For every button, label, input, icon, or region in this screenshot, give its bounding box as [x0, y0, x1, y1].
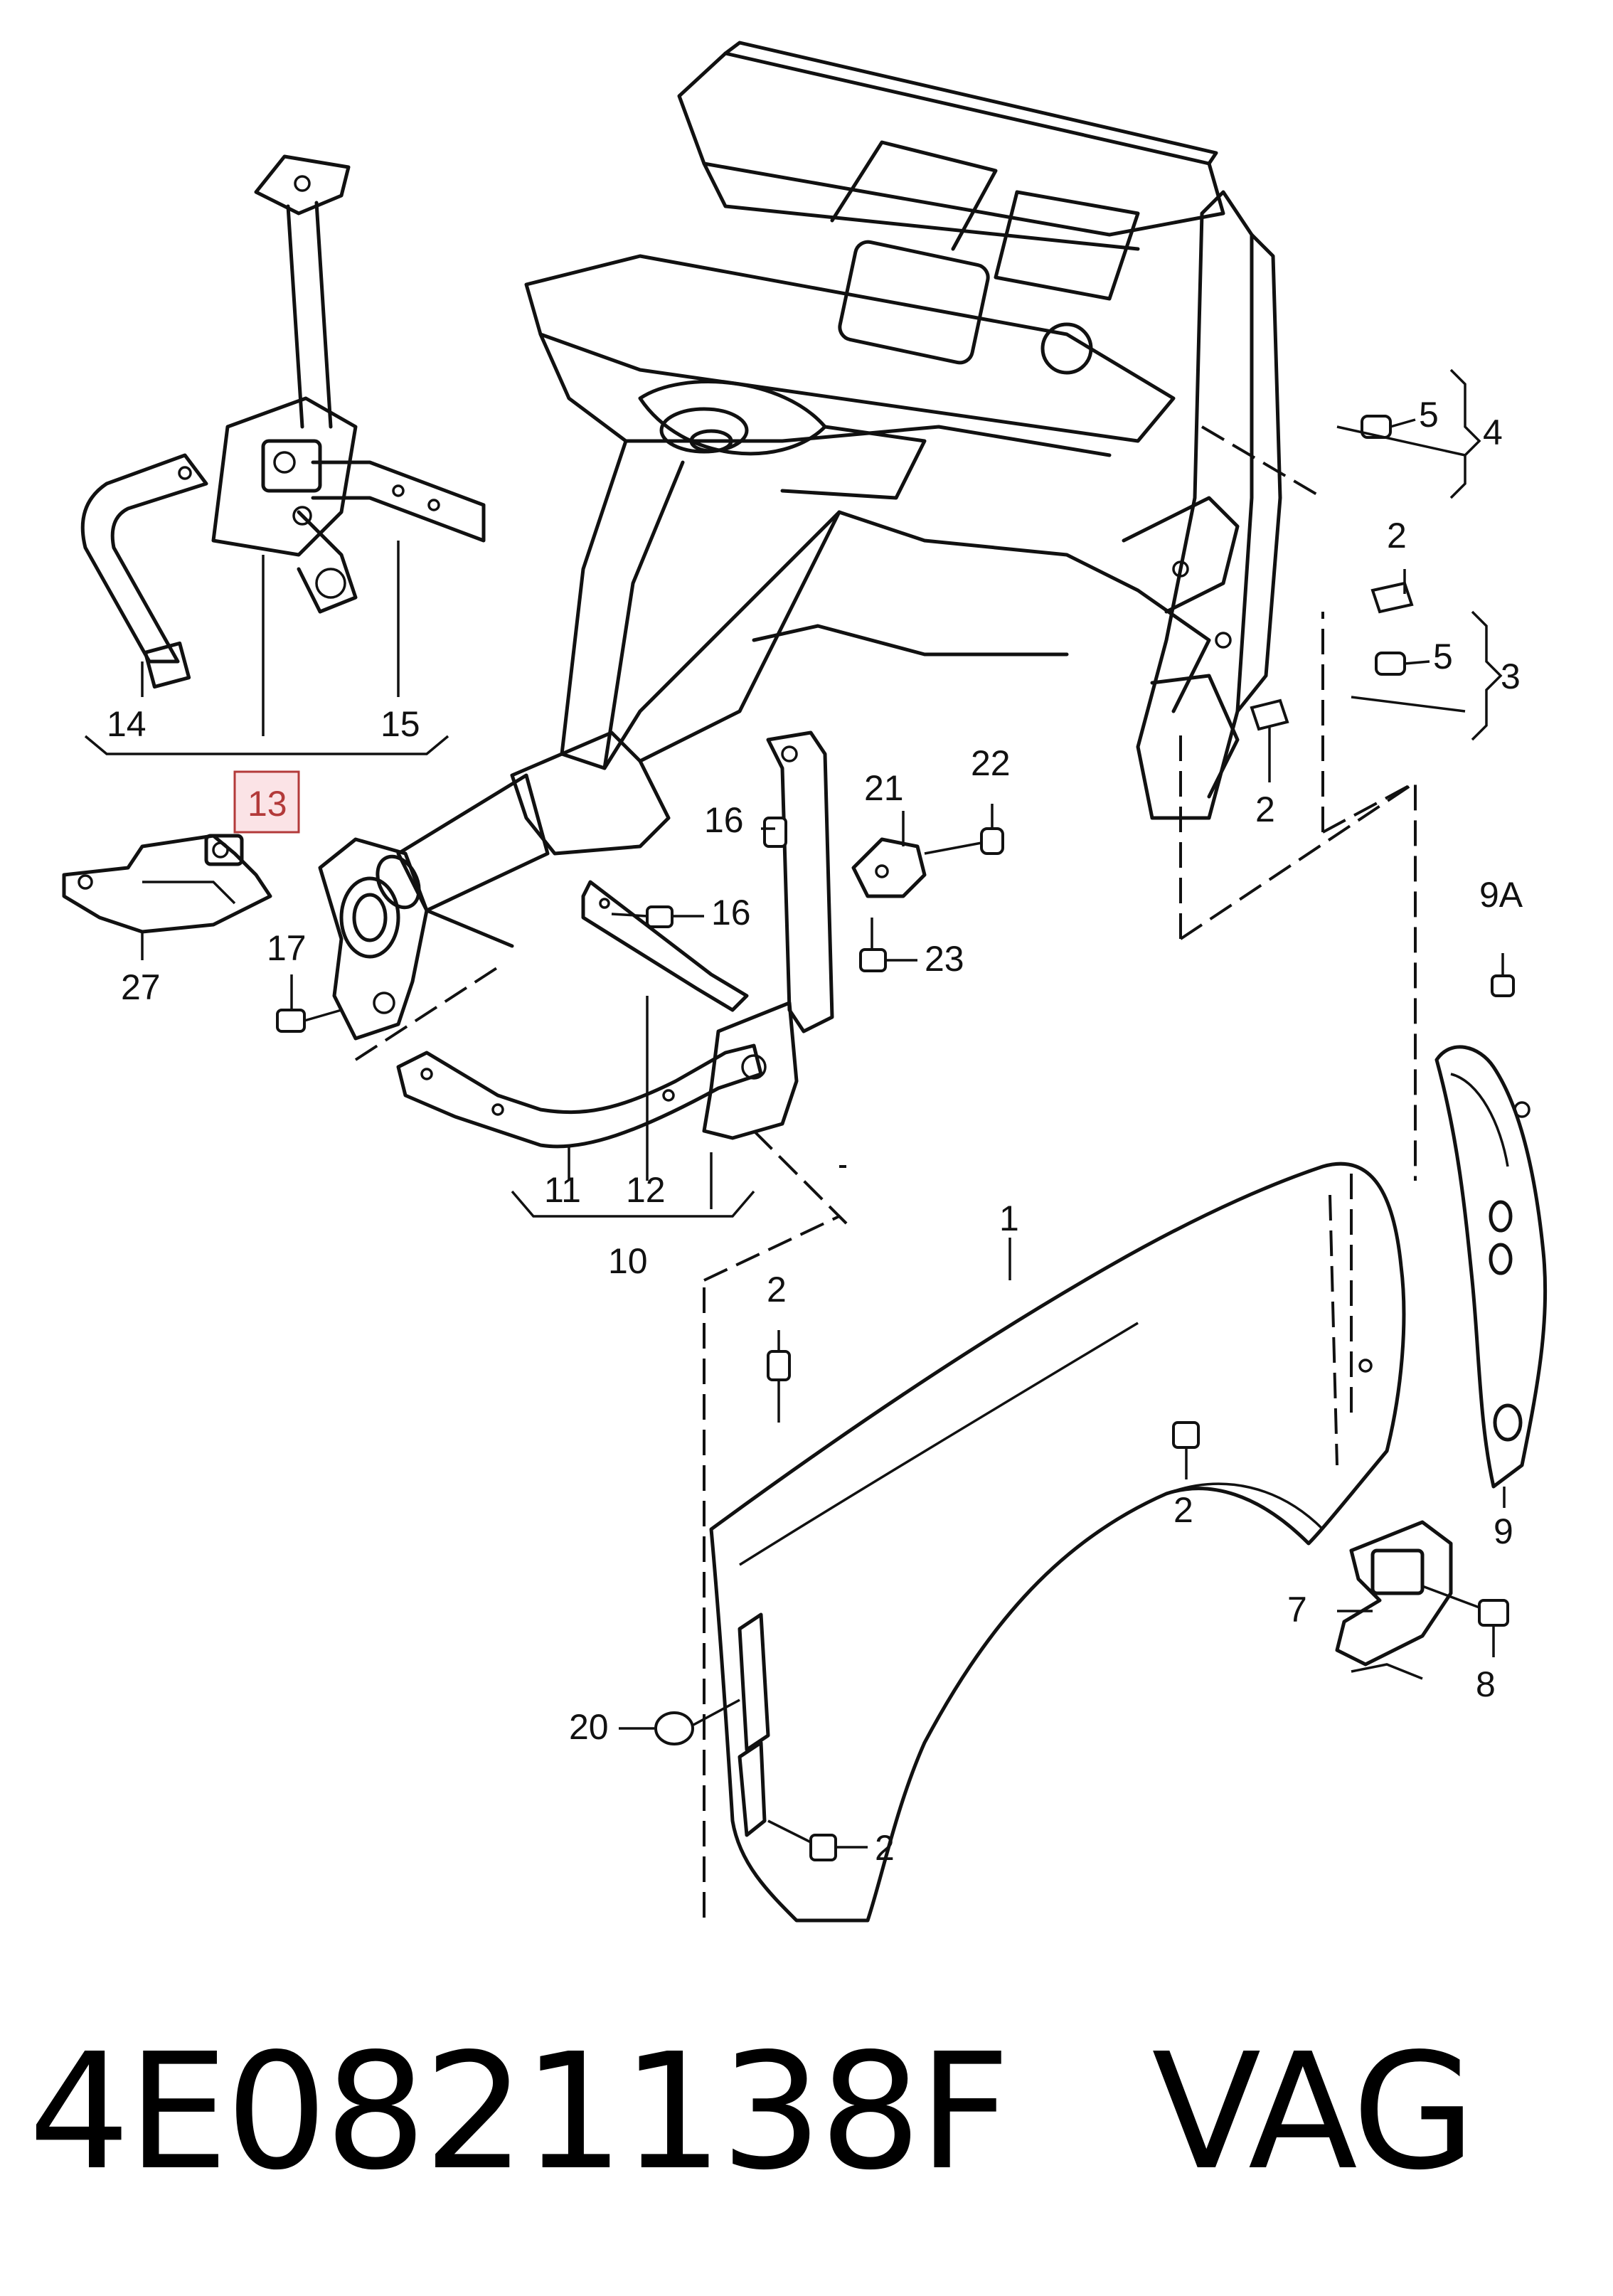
fasteners [276, 415, 1515, 1861]
callout-2-bottom: 2 [875, 1828, 895, 1868]
callout-8: 8 [1476, 1664, 1496, 1704]
part-number: 4E0821138F [28, 2019, 1011, 2206]
callout-2-lower-right: 2 [1255, 790, 1275, 829]
front-fender [709, 1162, 1406, 1923]
callout-3: 3 [1501, 657, 1521, 696]
callout-7: 7 [1287, 1590, 1307, 1630]
callout-labels: 1 2 2 2 2 2 3 4 5 5 7 8 9 9A 10 11 12 13… [107, 395, 1523, 1868]
callout-2-fender-top: 2 [767, 1270, 787, 1309]
bracket-27 [62, 834, 272, 934]
bracket-7 [1335, 1520, 1453, 1680]
callout-5-lower: 5 [1433, 637, 1453, 676]
callout-23: 23 [925, 939, 964, 979]
assembly-guide-lines [354, 425, 1417, 1920]
bracket-21 [851, 837, 927, 898]
leader-lines [84, 368, 1506, 1849]
callout-21: 21 [864, 768, 904, 808]
brand-name: VAG [1151, 2019, 1476, 2206]
callout-1: 1 [999, 1199, 1019, 1238]
fender-bracket-assembly [396, 730, 834, 1149]
lock-carrier-assembly [80, 154, 486, 689]
callout-16-upper: 16 [704, 800, 744, 840]
callout-9: 9 [1494, 1511, 1513, 1551]
body-shell-structure [376, 41, 1282, 948]
fender-insulator [1434, 1045, 1548, 1489]
exploded-parts-diagram: 1 2 2 2 2 2 3 4 5 5 7 8 9 9A 10 11 12 13… [62, 41, 1548, 1923]
callout-15: 15 [380, 704, 420, 744]
callout-2-wheel-arch: 2 [1173, 1490, 1193, 1530]
callout-5-upper: 5 [1419, 395, 1439, 435]
callout-11: 11 [544, 1170, 581, 1210]
callout-17: 17 [267, 928, 307, 968]
callout-9a: 9A [1479, 875, 1523, 915]
callout-14: 14 [107, 704, 147, 744]
callout-12: 12 [626, 1170, 666, 1210]
callout-20: 20 [569, 1707, 609, 1747]
callout-27: 27 [121, 967, 161, 1007]
callout-22: 22 [971, 743, 1011, 783]
mount-bracket [318, 837, 429, 1041]
callout-16-mid: 16 [711, 893, 751, 932]
callout-13: 13 [247, 784, 287, 824]
part-number-label: 4E0821138F VAG [28, 2006, 1476, 2219]
callout-10: 10 [608, 1241, 648, 1281]
callout-2-upper-right: 2 [1387, 516, 1407, 556]
callout-4: 4 [1483, 413, 1503, 452]
highlight-box-13 [233, 770, 300, 834]
